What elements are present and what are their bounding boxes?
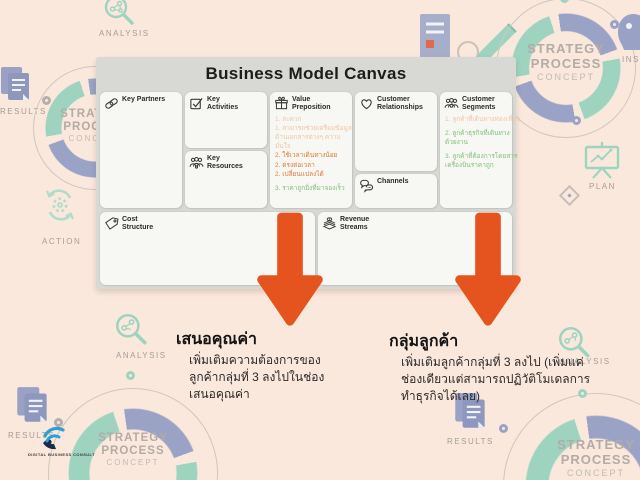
cs-item: 1. ลูกค้าที่เดินทางท่องเที่ยว [445, 116, 520, 124]
vp-item: 2. ใช้เวลาเดินทางน้อย [275, 152, 338, 160]
ring-node [572, 116, 581, 125]
heart-icon [361, 99, 372, 110]
arrow-down-customer-segments [455, 212, 521, 326]
digital-business-consult-logo-icon [43, 426, 65, 450]
canvas-title: Business Model Canvas [205, 64, 407, 83]
money-stack-icon [322, 217, 337, 230]
analysis-magnifier-icon [559, 326, 590, 358]
analysis-label-bottom-left: ANALYSIS [116, 351, 167, 360]
ring-node [54, 418, 63, 427]
customer-segments-items: 1. ลูกค้าที่เดินทางท่องเที่ยว 2. ลูกค้าธ… [440, 113, 520, 170]
annotation-value-proposition-body: เพิ่มเติมความต้องการของ ลูกค้ากลุ่มที่ 3… [189, 352, 349, 402]
annotation-value-proposition-title: เสนอคุณค่า [176, 331, 258, 348]
vp-item: มั่นใจ [275, 143, 291, 151]
results-label-bottom-left: RESULTS [8, 431, 55, 440]
box-label: Value Preposition [292, 96, 331, 112]
vp-item: 1. สะดวก [275, 116, 302, 124]
vp-item: 2. ตรงต่อเวลา [275, 161, 315, 169]
plan-board-icon [584, 142, 620, 179]
chain-link-icon [105, 98, 118, 109]
box-key-resources: Key Resources [185, 151, 267, 208]
chat-bubbles-icon [360, 179, 374, 193]
diamond-decor [558, 184, 581, 207]
analysis-label-top-left: ANALYSIS [99, 29, 150, 38]
annotation-line: ช่องเดียวแต่สามารถปฏิวัติโมเดลการ [401, 371, 591, 386]
arrow-down-value-proposition [257, 212, 323, 326]
annotation-line: เพิ่มเติมความต้องการของ [189, 353, 321, 367]
box-label: Customer Relationships [377, 96, 423, 112]
box-label: Customer Segments [462, 96, 496, 112]
box-label: Key Activities [207, 96, 239, 112]
cs-item: 2. ลูกค้าธุรกิจที่เดินทาง [445, 130, 510, 138]
customers-icon: S [444, 98, 459, 108]
vp-item: 1. สามารถช่วยเตรียมข้อมูล [275, 125, 352, 133]
strategy-ring-text-bottom-left: STRATEGY PROCESS CONCEPT [98, 432, 168, 468]
ring-node [42, 96, 51, 105]
annotation-line: เพิ่มเติมลูกค้ากลุ่มที่ 3 ลงไป (เพิ่มแค่ [401, 355, 584, 369]
digital-business-consult-logo-text: DIGITAL BUSINESS CONSULT [28, 452, 95, 457]
cs-item: เครื่องบินราคาถูก [445, 162, 494, 170]
ring-node [610, 20, 619, 29]
vp-item: ด้านเอกสารต่างๆ ความ [275, 134, 341, 142]
results-label-left: RESULTS [0, 107, 47, 116]
results-doc-icon [17, 387, 47, 422]
action-label: ACTION [42, 237, 82, 246]
value-proposition-items: 1. สะดวก 1. สามารถช่วยเตรียมข้อมูล ด้านเ… [270, 113, 352, 193]
annotation-line: ทำธุรกิจได้เลย) [401, 388, 481, 403]
cs-item: 3. ลูกค้าที่ต้องการโดยสาร [445, 153, 518, 161]
analysis-magnifier-icon [104, 0, 134, 25]
annotation-customer-segments-body: เพิ่มเติมลูกค้ากลุ่มที่ 3 ลงไป (เพิ่มแค่… [401, 354, 596, 404]
box-channels: Channels [355, 174, 437, 208]
box-value-proposition: Value Preposition 1. สะดวก 1. สามารถช่วย… [270, 92, 352, 208]
analysis-magnifier-icon [116, 313, 147, 345]
action-cycle-icon [45, 189, 75, 221]
price-tag-icon [105, 217, 119, 230]
box-key-partners: Key Partners [100, 92, 182, 208]
results-doc-icon [455, 393, 485, 428]
annotation-line: ลูกค้ากลุ่มที่ 3 ลงไปในช่อง [189, 369, 325, 384]
results-label-bottom-right: RESULTS [447, 437, 494, 446]
ring-node [499, 424, 508, 433]
cs-item: ด้วยงาน [445, 139, 468, 147]
svg-text:S: S [451, 102, 454, 106]
ring-node [578, 389, 587, 398]
results-doc-icon [1, 67, 29, 100]
plan-label: PLAN [589, 182, 616, 191]
people-icon [189, 157, 204, 169]
box-label: Revenue Streams [340, 216, 370, 232]
vp-item: 2. เปลี่ยนแปลงได้ [275, 170, 324, 178]
analysis-label-bottom-right: ANALYSIS [560, 357, 611, 366]
strategy-ring-text-bottom-right: STRATEGY PROCESS CONCEPT [557, 437, 635, 478]
box-customer-segments: S Customer Segments 1. ลูกค้าที่เดินทางท… [440, 92, 520, 208]
strategy-ring-text-top-right: STRATEGY PROCESS CONCEPT [527, 41, 605, 82]
box-label: Cost Structure [122, 216, 154, 232]
insight-label: INSIGHT [622, 55, 640, 64]
checkbox-icon [190, 97, 203, 110]
box-label: Key Resources [207, 155, 243, 171]
box-label: Channels [377, 178, 409, 185]
insight-head-icon [618, 14, 640, 50]
box-label: Key Partners [122, 96, 166, 103]
gift-icon [275, 96, 288, 110]
box-customer-relationships: Customer Relationships [355, 92, 437, 171]
strategy-ring-top-right [511, 13, 621, 123]
annotation-line: เสนอคุณค่า [189, 386, 250, 401]
ring-node [126, 371, 135, 380]
vp-item: 3. ราคาถูกยิ่งที่มาจองเร็ว [275, 184, 345, 192]
annotation-customer-segments-title: กลุ่มลูกค้า [389, 333, 459, 350]
ring-node [560, 0, 569, 3]
box-key-activities: Key Activities [185, 92, 267, 148]
